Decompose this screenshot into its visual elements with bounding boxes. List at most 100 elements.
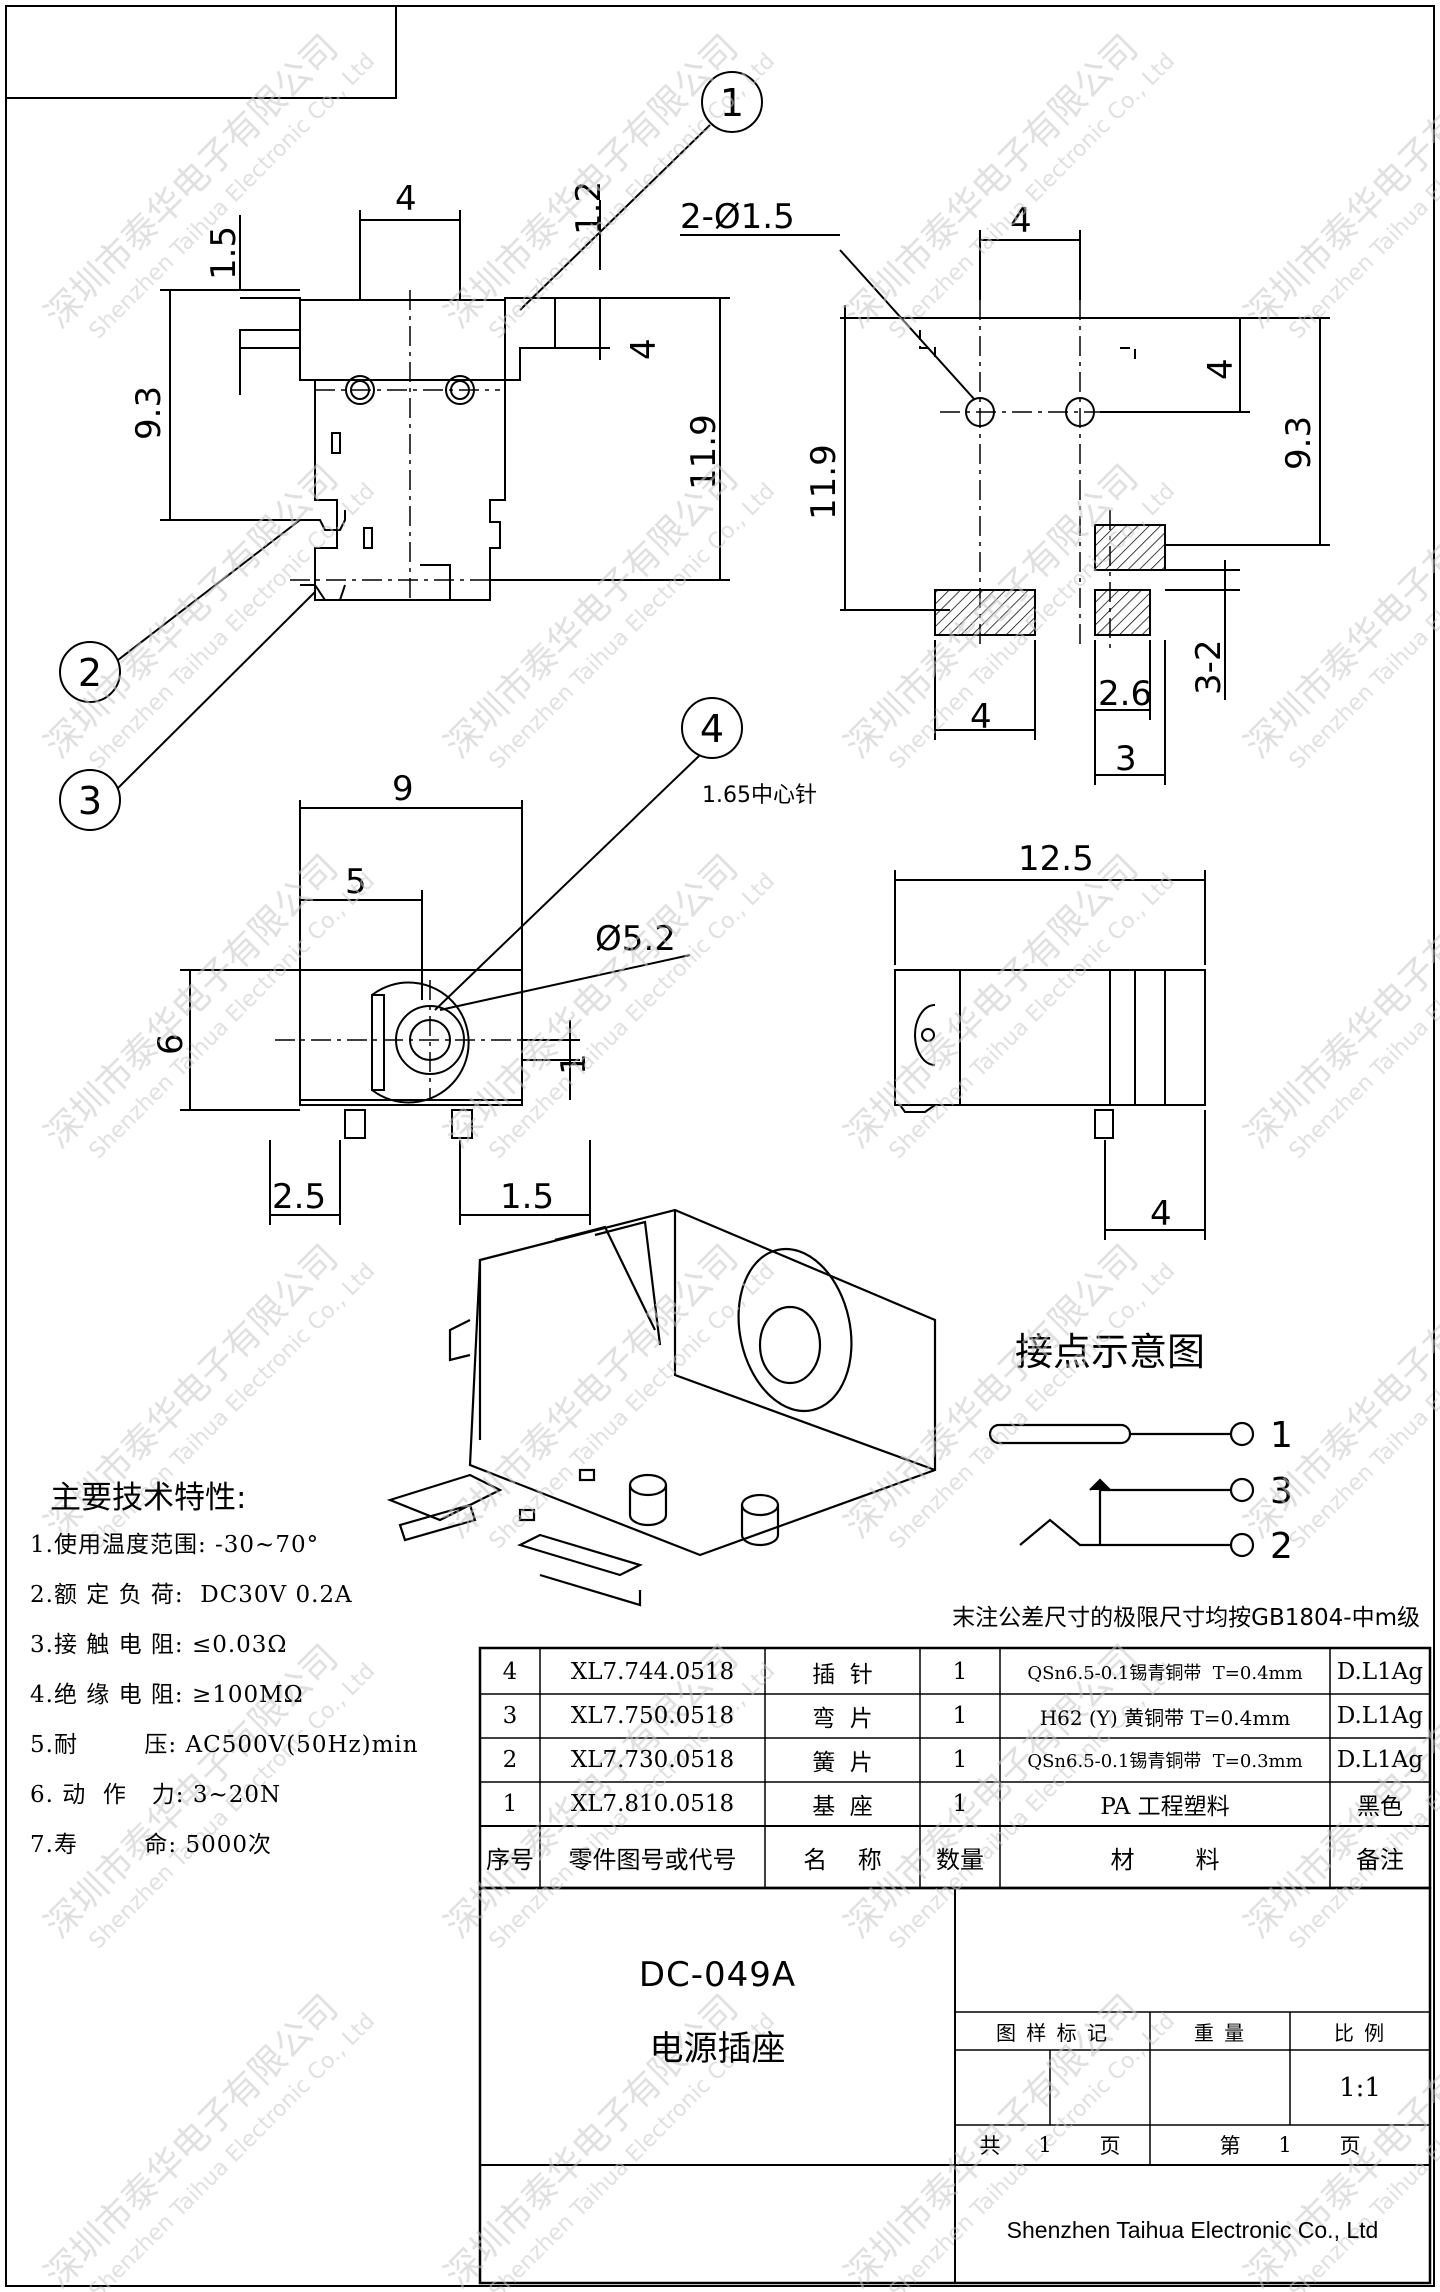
dim-11-9-right: 11.9	[804, 444, 844, 520]
cell-name: 基 座	[812, 1794, 873, 1820]
drawing-border	[5, 5, 1435, 2287]
watermark-cn: 深圳市泰华电子有限公司	[37, 1987, 346, 2292]
contact-labels: 1 3 2	[1270, 1415, 1293, 1567]
spec-item-temperature: 1.使用温度范围: -30~70°	[30, 1532, 320, 1558]
dim-2-5: 2.5	[272, 1177, 326, 1217]
header-part-no: 零件图号或代号	[568, 1845, 737, 1874]
scale-label: 比 例	[1333, 2020, 1387, 2045]
cell-remark: D.L1Ag	[1336, 1703, 1424, 1729]
watermark-en: Shenzhen Taihua Electronic Co., Ltd	[85, 2009, 380, 2292]
contact-diagram	[988, 1421, 1255, 1558]
callout-4: 4	[700, 707, 724, 751]
dim-11-9-left: 11.9	[684, 414, 724, 490]
cell-index: 4	[502, 1659, 518, 1685]
callout-bubbles	[59, 71, 763, 831]
callout-1-circle	[701, 71, 763, 133]
cell-part-no: XL7.744.0518	[570, 1659, 735, 1685]
callout-1: 1	[720, 81, 744, 125]
cell-part-no: XL7.750.0518	[570, 1703, 735, 1729]
header-qty: 数量	[936, 1845, 984, 1874]
parts-table-grid	[478, 1646, 1432, 1890]
contact-label-2: 2	[1270, 1526, 1293, 1567]
callout-3-circle	[59, 769, 121, 831]
watermark-en: Shenzhen Taihua Electronic Co., Ltd	[485, 1259, 780, 1554]
pattern-mark-label: 图 样 标 记	[995, 2020, 1110, 2045]
dim-4-top: 4	[395, 179, 417, 219]
side-view	[894, 870, 1206, 1240]
dim-1-5: 1.5	[204, 226, 244, 280]
hole-note: 2-Ø1.5	[680, 197, 795, 237]
centerlines-top-left	[290, 290, 510, 600]
spec-item-contact-resistance: 3.接 触 电 阻: ≤0.03Ω	[30, 1632, 288, 1658]
dim-1-2: 1.2	[569, 181, 609, 235]
specs-title: 主要技术特性:	[50, 1480, 247, 1516]
spec-item-voltage: 5.耐 压: AC500V(50Hz)min	[30, 1732, 419, 1758]
scale-value: 1:1	[1339, 2072, 1381, 2103]
title-block-grid	[478, 1886, 1432, 2285]
front-dims: 1.65中心针 9 5 Ø5.2 6 1 2.5 1.5	[151, 769, 817, 1217]
dim-12-5: 12.5	[1018, 839, 1094, 879]
cell-index: 3	[502, 1703, 518, 1729]
isometric-view	[386, 1208, 937, 1607]
dim-9-3-left: 9.3	[129, 386, 169, 440]
centerlines-front	[275, 980, 560, 1100]
spec-item-force: 6. 动 作 力: 3~20N	[30, 1782, 282, 1808]
cell-name: 弯 片	[812, 1706, 873, 1732]
dim-dia-5-2: Ø5.2	[595, 919, 676, 959]
total-sheets-value: 1	[1038, 2133, 1052, 2157]
watermark-en: Shenzhen Taihua Electronic Co., Ltd	[485, 869, 780, 1164]
top-right-view	[680, 230, 1330, 785]
dim-9: 9	[392, 769, 414, 809]
watermark-cn: 深圳市泰华电子有限公司	[37, 457, 346, 766]
dim-4-side-view: 4	[1150, 1194, 1172, 1234]
callout-4-circle	[681, 697, 743, 759]
sheet-label: 第	[1219, 2134, 1241, 2158]
corner-box	[5, 5, 397, 99]
header-name: 名 称	[803, 1845, 882, 1874]
sheet-unit: 页	[1339, 2134, 1361, 2158]
spec-item-insulation: 4.绝 缘 电 阻: ≥100MΩ	[30, 1682, 304, 1708]
cell-material: H62 (Y) 黄铜带 T=0.4mm	[1039, 1705, 1291, 1730]
model-number: DC-049A	[638, 1955, 797, 1995]
cell-material: PA 工程塑料	[1100, 1794, 1230, 1820]
tolerance-note: 末注公差尺寸的极限尺寸均按GB1804-中m级	[952, 1605, 1420, 1631]
spec-item-load: 2.额 定 负 荷: DC30V 0.2A	[30, 1582, 353, 1608]
total-sheets-label: 共	[979, 2134, 1001, 2158]
dim-1-5-front: 1.5	[500, 1177, 554, 1217]
cell-remark: D.L1Ag	[1336, 1747, 1424, 1773]
cell-remark: D.L1Ag	[1336, 1659, 1424, 1685]
top-left-dims: 4 1.2 1.5 9.3 4 11.9	[129, 179, 724, 490]
cell-qty: 1	[952, 1703, 968, 1729]
watermark-en: Shenzhen Taihua Electronic Co., Ltd	[85, 869, 380, 1164]
watermark-cn: 深圳市泰华电子有限公司	[437, 27, 746, 336]
cell-material: QSn6.5-0.1锡青铜带 T=0.3mm	[1027, 1751, 1303, 1772]
watermark-en: Shenzhen Taihua Electronic Co., Ltd	[885, 49, 1180, 344]
contact-diagram-title: 接点示意图	[1015, 1330, 1205, 1374]
cell-material: QSn6.5-0.1锡青铜带 T=0.4mm	[1027, 1663, 1303, 1684]
dim-4-top-right: 4	[1010, 201, 1032, 241]
cell-remark: 黑色	[1357, 1794, 1403, 1820]
callout-labels: 1 2 3 4	[78, 81, 744, 823]
sheet-value: 1	[1278, 2133, 1292, 2157]
dim-3-2: 3-2	[1189, 639, 1229, 695]
spec-item-life: 7.寿 命: 5000次	[30, 1832, 273, 1858]
centerlines-top-right	[940, 300, 1120, 650]
cell-index: 1	[502, 1791, 518, 1817]
contact-label-1: 1	[1270, 1415, 1293, 1456]
callout-3: 3	[78, 779, 102, 823]
total-sheets-unit: 页	[1099, 2134, 1121, 2158]
dim-4-mid: 4	[624, 338, 664, 360]
callout-2-circle	[59, 641, 121, 703]
watermark-cn: 深圳市泰华电子有限公司	[437, 847, 746, 1156]
side-dims: 12.5 4	[1018, 839, 1172, 1234]
dim-3: 3	[1115, 739, 1137, 779]
dim-1: 1	[554, 1053, 594, 1075]
front-view	[180, 800, 691, 1225]
watermark-cn: 深圳市泰华电子有限公司	[837, 27, 1146, 336]
header-remark: 备注	[1356, 1845, 1404, 1874]
callout-2: 2	[78, 651, 102, 695]
cell-name: 簧 片	[812, 1750, 873, 1776]
company-name: Shenzhen Taihua Electronic Co., Ltd	[1006, 2216, 1379, 2243]
top-right-dims: 2-Ø1.5 4 4 11.9 9.3 4 2.6 3 3-2	[680, 197, 1319, 779]
